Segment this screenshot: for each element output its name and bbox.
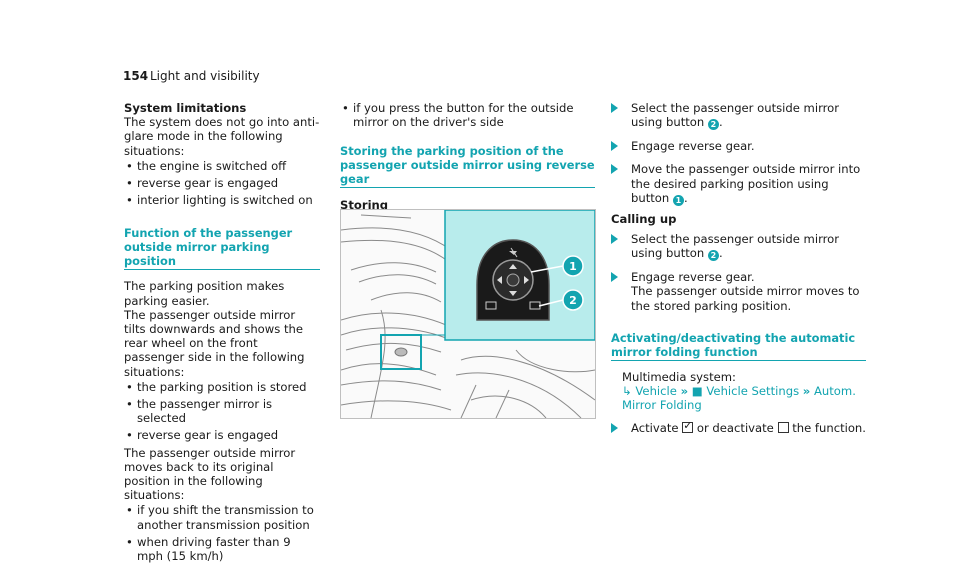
system-limitations-text: The system does not go into anti-glare m… [124,115,320,158]
list-item: interior lighting is switched on [124,193,320,207]
storing-heading: Storing the parking position of the pass… [340,144,595,189]
return-arrow-icon: ↳ [622,384,632,399]
function-paragraph-2: The passenger outside mirror tilts downw… [124,307,305,379]
system-limitations-title: System limitations [124,101,247,115]
mirror-control-illustration: 1 2 [340,209,596,419]
step-arrow-icon [611,423,618,434]
system-limitations-list: the engine is switched off reverse gear … [124,159,320,208]
activate-step: Activate or deactivate the function. [611,419,866,436]
step-arrow-icon [611,234,618,245]
step-arrow-icon [611,164,618,175]
store-step-3: Move the passenger outside mirror into t… [611,162,866,206]
storing-label: Storing [340,198,389,213]
list-item: the parking position is stored [124,380,320,394]
multimedia-label: Multimedia system: [622,369,736,384]
step-arrow-icon [611,103,618,113]
function-paragraph-3: The passenger outside mirror moves back … [124,445,296,503]
function-list: the parking position is stored the passe… [124,380,320,443]
control-location-box [380,334,422,370]
section-title: Light and visibility [150,69,260,83]
list-item: if you press the button for the outside … [340,101,595,129]
page-number: 154 [123,69,149,83]
step-text: or deactivate [696,421,774,436]
column-2: if you press the button for the outside … [340,101,595,213]
store-step-1: Select the passenger outside mirror usin… [611,101,866,131]
fold-mirror-icon [509,251,517,255]
step-arrow-icon [611,141,618,152]
double-chevron-icon: » [802,384,811,399]
step-text: Select the passenger outside mirror usin… [631,232,840,261]
callout-1 [562,255,584,277]
list-item: reverse gear is engaged [124,428,320,442]
door-panel-drawing: 1 2 [341,210,595,418]
call-step-1: Select the passenger outside mirror usin… [611,232,866,262]
list-item: the engine is switched off [124,159,320,173]
step-text: Select the passenger outside mirror usin… [631,101,840,130]
step-text-2: The passenger outside mirror moves to th… [631,284,860,313]
list-item: the passenger mirror is selected [124,397,320,425]
call-step-2: Engage reverse gear. The passenger outsi… [611,270,866,313]
step-text: Move the passenger outside mirror into t… [631,162,861,205]
list-item: when driving faster than 9 mph (15 km/h) [124,535,320,563]
step-text: the function. [792,421,866,436]
function-list-2: if you shift the transmission to another… [124,503,320,563]
button-2-badge: 2 [707,250,719,262]
function-heading: Function of the passenger outside mirror… [124,226,320,271]
button-2-badge: 2 [707,119,719,131]
button-1-badge: 1 [672,194,684,206]
checkbox-empty-icon [777,422,789,434]
callout-2 [562,289,584,311]
calling-up-label: Calling up [611,211,677,226]
function-paragraph-1: The parking position makes parking easie… [124,279,285,308]
store-step-2: Engage reverse gear. [611,139,866,153]
list-item: reverse gear is engaged [124,176,320,190]
list-item: if you shift the transmission to another… [124,503,320,531]
step-text: Activate [631,421,679,436]
step-text: Engage reverse gear. [631,270,755,285]
column-1: System limitations The system does not g… [124,101,320,566]
path-vehicle-settings: Vehicle Set­tings [706,384,800,399]
callout-2-label: 2 [569,294,577,307]
path-autom-mirror-folding: Autom. Mirror Folding [622,384,856,413]
continued-list: if you press the button for the outside … [340,101,595,129]
step-text: Engage reverse gear. [631,139,755,154]
activating-heading: Activating/deactivating the automatic mi… [611,331,866,361]
menu-path: ↳ Vehicle » ■ Vehicle Set­tings » Autom.… [611,384,866,412]
callout-1-label: 1 [569,260,577,273]
left-mirror-button [485,301,497,310]
column-3: Select the passenger outside mirror usin… [611,101,866,436]
double-chevron-icon: » [680,384,689,399]
step-arrow-icon [611,272,618,283]
car-settings-icon: ■ [691,384,703,399]
checkbox-checked-icon [682,419,694,434]
path-vehicle: Vehicle [635,384,677,399]
